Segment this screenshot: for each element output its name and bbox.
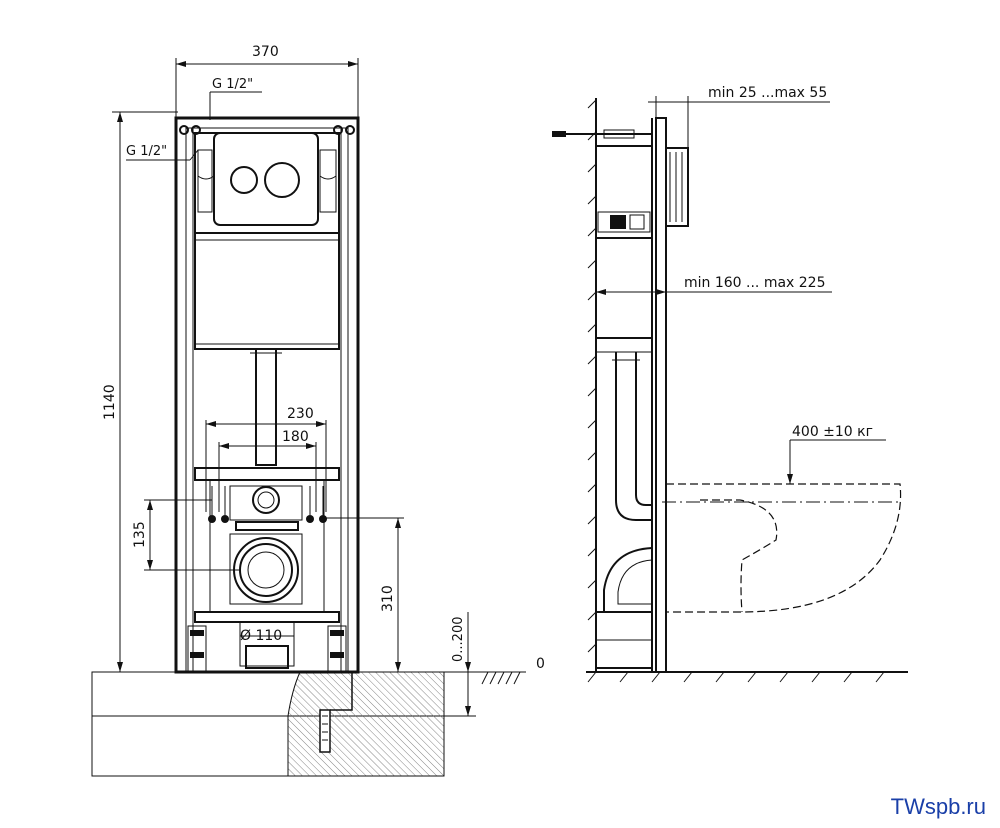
wall-thickness-label: min 25 ...max 55	[708, 85, 827, 101]
side-frame	[552, 118, 653, 672]
dimension-height: 1140	[102, 111, 178, 673]
dimension-leg-adjust: 0...200	[444, 612, 476, 717]
front-view: 370 G 1/2" G 1/2" 1140 230	[91, 44, 545, 777]
bolt-spacing-inner-label: 180	[282, 429, 309, 445]
load-label: 400 ±10 кг	[792, 424, 873, 440]
wall-panel	[655, 117, 689, 673]
toilet-bowl	[662, 483, 902, 613]
leg-adjust-label: 0...200	[451, 617, 466, 662]
dimension-inlet-top: G 1/2"	[209, 77, 262, 120]
inlet-top-label: G 1/2"	[212, 77, 253, 92]
legs	[187, 621, 347, 673]
drain-diameter-label: Ø 110	[240, 628, 282, 644]
flush-button-large	[264, 162, 300, 198]
dimension-load: 400 ±10 кг	[787, 424, 886, 484]
flush-pipe	[250, 348, 282, 466]
dimension-width: 370	[175, 44, 359, 118]
depth-label: min 160 ... max 225	[684, 275, 826, 291]
dimension-inlet-side: G 1/2"	[126, 144, 199, 161]
outlet-height-label: 310	[380, 585, 396, 612]
flush-button-small	[230, 166, 258, 194]
dimension-bolt-spacing: 230 180	[205, 406, 327, 512]
watermark: TWspb.ru	[890, 794, 986, 819]
height-label: 1140	[102, 384, 118, 420]
dimension-outlet-height: 310	[326, 517, 404, 672]
inlet-side-label: G 1/2"	[126, 144, 167, 159]
wall	[587, 98, 597, 672]
frame	[174, 116, 360, 674]
dimension-drain-diameter: Ø 110	[240, 628, 294, 644]
floor-zero-label: 0	[536, 656, 545, 672]
side-floor	[586, 671, 908, 683]
dimension-wall-thickness: min 25 ...max 55	[648, 85, 830, 148]
floor-zero-marker: 0	[474, 656, 545, 685]
floor-slab	[91, 671, 445, 777]
bolt-height-label: 135	[132, 521, 148, 548]
dimension-depth: min 160 ... max 225	[596, 275, 832, 295]
dimension-bolt-height: 135	[132, 499, 240, 571]
cistern	[194, 132, 340, 350]
side-view: min 25 ...max 55 min 160 ... max 225 400…	[552, 85, 908, 683]
width-label: 370	[252, 44, 279, 60]
bolt-spacing-outer-label: 230	[287, 406, 314, 422]
lower-assembly	[194, 467, 340, 623]
